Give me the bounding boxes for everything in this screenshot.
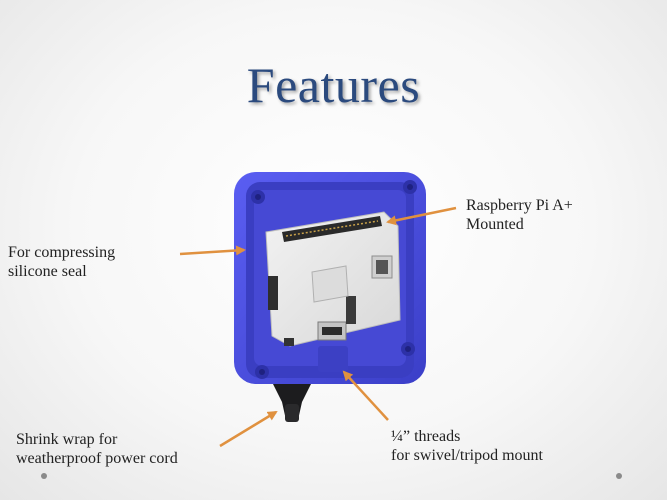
- arrow-seal: [179, 245, 246, 256]
- slide-dot-left: [41, 473, 47, 479]
- slide-dot-right: [616, 473, 622, 479]
- raspberry-pi-board: [265, 211, 401, 347]
- arrow-threads: [342, 370, 389, 421]
- label-shrink-wrap: Shrink wrap for weatherproof power cord: [16, 431, 178, 467]
- label-threads: ¼” threads for swivel/tripod mount: [391, 428, 543, 464]
- arrow-shrink: [219, 410, 278, 448]
- label-silicone-seal: For compressing silicone seal: [8, 244, 116, 280]
- label-raspberry-pi: Raspberry Pi A+ Mounted: [466, 197, 573, 233]
- arrow-raspberry: [386, 206, 457, 226]
- slide-title: Features: [246, 57, 421, 113]
- shrink-wrap-cable: [272, 382, 312, 422]
